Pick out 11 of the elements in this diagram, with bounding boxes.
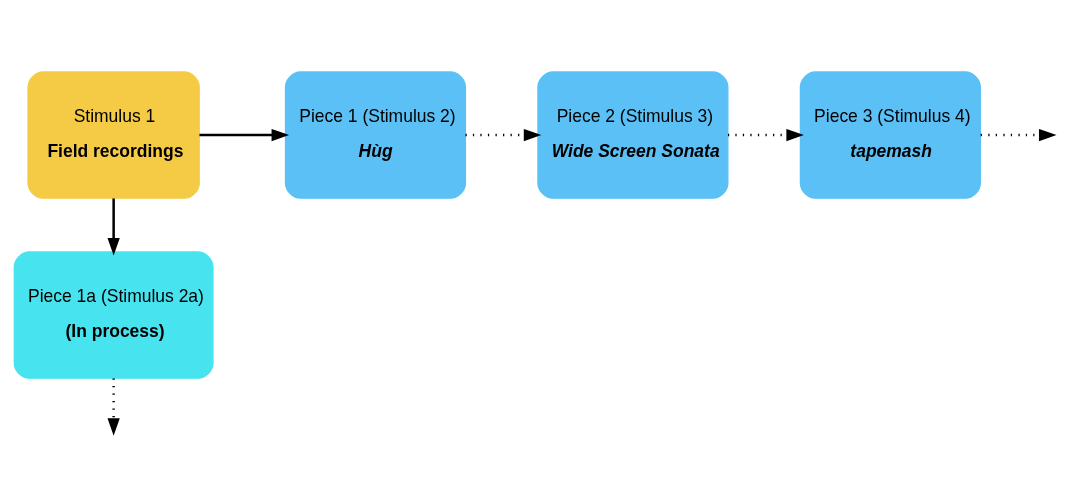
node-box: Stimulus 1 Field recordings	[27, 70, 200, 199]
node-box: Piece 3 (Stimulus 4) tapemash	[799, 70, 981, 199]
arrow	[107, 378, 120, 436]
arrow	[107, 197, 120, 256]
arrow	[980, 128, 1057, 141]
arrow	[199, 128, 290, 141]
arrow	[465, 128, 542, 141]
node-box: Piece 1a (Stimulus 2a) (In process)	[13, 250, 214, 379]
arrow	[728, 128, 804, 141]
node-box: Piece 1 (Stimulus 2) Hùg	[284, 70, 467, 199]
node-box: Piece 2 (Stimulus 3) Wide Screen Sonata	[537, 70, 729, 199]
